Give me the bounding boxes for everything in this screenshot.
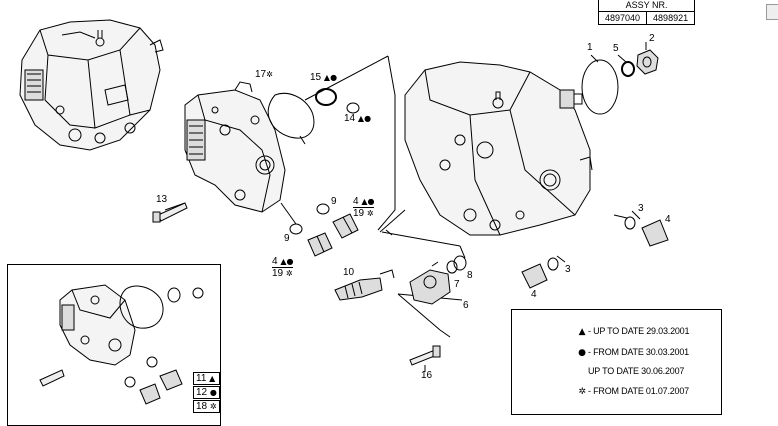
inset-pump-drawing	[39, 284, 204, 405]
callout-7: 7	[454, 279, 460, 290]
pump-body	[404, 61, 593, 236]
inset-variant-box	[7, 264, 221, 426]
callout-4-right: 4	[665, 214, 671, 225]
inset-callout-stack: 11 ▲ 12 ● 18 ✲	[193, 372, 220, 414]
assembly-number-2: 4898921	[646, 11, 696, 25]
diagram-drawing	[19, 19, 669, 405]
callout-9-upper: 9	[331, 196, 337, 207]
callout-17: 17✲	[255, 69, 273, 80]
pump-housing-cover	[184, 81, 286, 213]
bolt-16	[409, 345, 441, 366]
valve-4-lower	[307, 232, 333, 257]
valve-4-upper	[332, 213, 359, 239]
callout-3-right: 3	[638, 203, 644, 214]
callout-13: 13	[156, 194, 168, 205]
callout-4-19-upper: 4 ▲● 19 ✲	[353, 196, 375, 219]
callout-6: 6	[463, 300, 469, 311]
sensor-10	[334, 269, 395, 301]
legend-entry-until-2007: UP TO DATE 30.06.2007	[588, 366, 685, 376]
callout-10: 10	[343, 267, 355, 278]
valve-4-mid	[521, 263, 548, 289]
callout-4-19-lower: 4 ▲● 19 ✲	[272, 256, 294, 279]
bolt-13	[152, 202, 188, 223]
assembly-number-table: ASSY NR. 4897040 4898921	[597, 0, 696, 25]
callout-9-lower: 9	[284, 233, 290, 244]
exploded-parts-diagram: ASSY NR. 4897040 4898921 1 2 5 17✲ 15 ▲●…	[7, 0, 778, 426]
valve-4-right	[641, 219, 669, 247]
valve-assembly-6	[409, 261, 451, 305]
callout-5: 5	[613, 43, 619, 54]
callout-15: 15 ▲●	[310, 72, 338, 83]
callout-1: 1	[587, 42, 593, 53]
legend-entry-circle: ●- FROM DATE 30.03.2001	[578, 347, 689, 358]
assembly-table-header: ASSY NR.	[597, 0, 696, 12]
legend-entry-star: ✲- FROM DATE 01.07.2007	[578, 386, 689, 397]
assembly-number-1: 4897040	[597, 11, 648, 25]
window-corner-tab[interactable]	[766, 4, 778, 20]
legend-entry-triangle: ▲- UP TO DATE 29.03.2001	[578, 326, 690, 337]
callout-2: 2	[649, 33, 655, 44]
callout-4-mid: 4	[531, 289, 537, 300]
fuel-pump-icon	[19, 19, 164, 151]
date-legend-box: ▲- UP TO DATE 29.03.2001 ●- FROM DATE 30…	[511, 309, 722, 415]
callout-16: 16	[421, 370, 433, 381]
callout-14: 14 ▲●	[344, 113, 372, 124]
callout-3-mid: 3	[565, 264, 571, 275]
callout-8: 8	[467, 270, 473, 281]
